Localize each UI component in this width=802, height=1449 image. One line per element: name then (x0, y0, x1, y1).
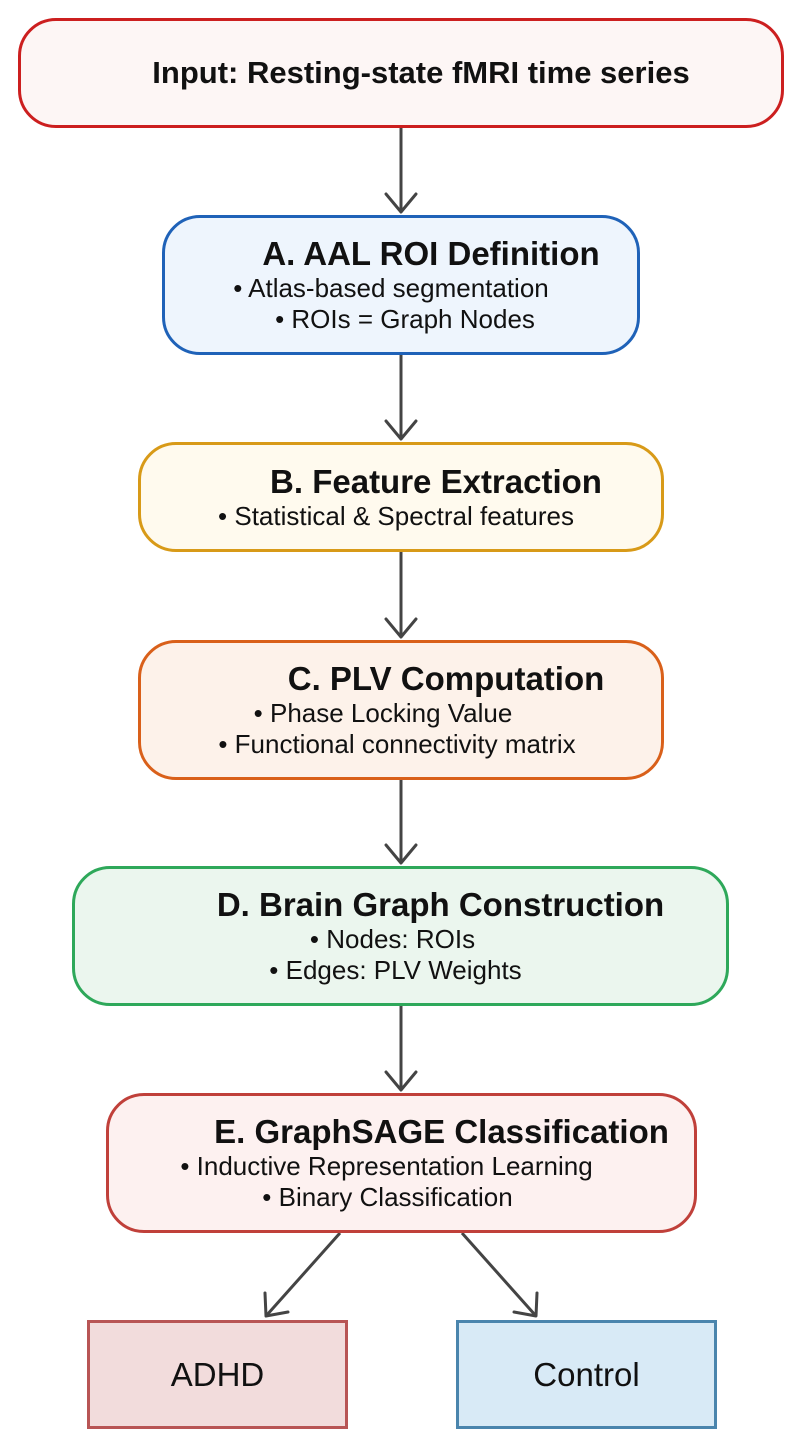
control-output-label: Control (533, 1355, 640, 1393)
graphsage-classification-title: E. GraphSAGE Classification (214, 1113, 669, 1150)
plv-computation-bullet-2: • Functional connectivity matrix (218, 729, 576, 759)
arrow-c-to-d (384, 780, 418, 865)
plv-computation-title: C. PLV Computation (287, 660, 605, 697)
feature-extraction-title: B. Feature Extraction (270, 462, 602, 500)
plv-computation-bullet-1: • Phase Locking Value (253, 698, 513, 728)
roi-definition-bullet-2: • ROIs = Graph Nodes (275, 304, 535, 334)
adhd-output-node: ADHD (87, 1320, 348, 1429)
roi-definition-bullet-1: • Atlas-based segmentation (233, 273, 549, 303)
brain-graph-bullet-2: • Edges: PLV Weights (269, 955, 522, 985)
arrow-e-to-adhd (263, 1232, 342, 1318)
input-node: Input: Resting-state fMRI time series (18, 18, 784, 128)
feature-extraction-node: B. Feature Extraction • Statistical & Sp… (138, 442, 664, 552)
input-node-title: Input: Resting-state fMRI time series (152, 55, 690, 90)
brain-graph-title: D. Brain Graph Construction (216, 886, 665, 923)
adhd-output-label: ADHD (170, 1355, 265, 1393)
brain-graph-node: D. Brain Graph Construction • Nodes: ROI… (72, 866, 729, 1006)
arrow-input-to-a (384, 128, 418, 214)
roi-definition-node: A. AAL ROI Definition • Atlas-based segm… (162, 215, 640, 355)
plv-computation-node: C. PLV Computation • Phase Locking Value… (138, 640, 664, 780)
arrow-a-to-b (384, 355, 418, 441)
graphsage-classification-bullet-2: • Binary Classification (262, 1182, 513, 1212)
feature-extraction-bullet-1: • Statistical & Spectral features (218, 500, 574, 531)
graphsage-classification-node: E. GraphSAGE Classification • Inductive … (106, 1093, 697, 1233)
graphsage-classification-bullet-1: • Inductive Representation Learning (180, 1151, 593, 1181)
arrow-b-to-c (384, 552, 418, 639)
arrow-d-to-e (384, 1006, 418, 1092)
brain-graph-bullet-1: • Nodes: ROIs (309, 924, 476, 954)
control-output-node: Control (456, 1320, 717, 1429)
roi-definition-title: A. AAL ROI Definition (262, 235, 600, 272)
arrow-e-to-control (460, 1232, 539, 1318)
